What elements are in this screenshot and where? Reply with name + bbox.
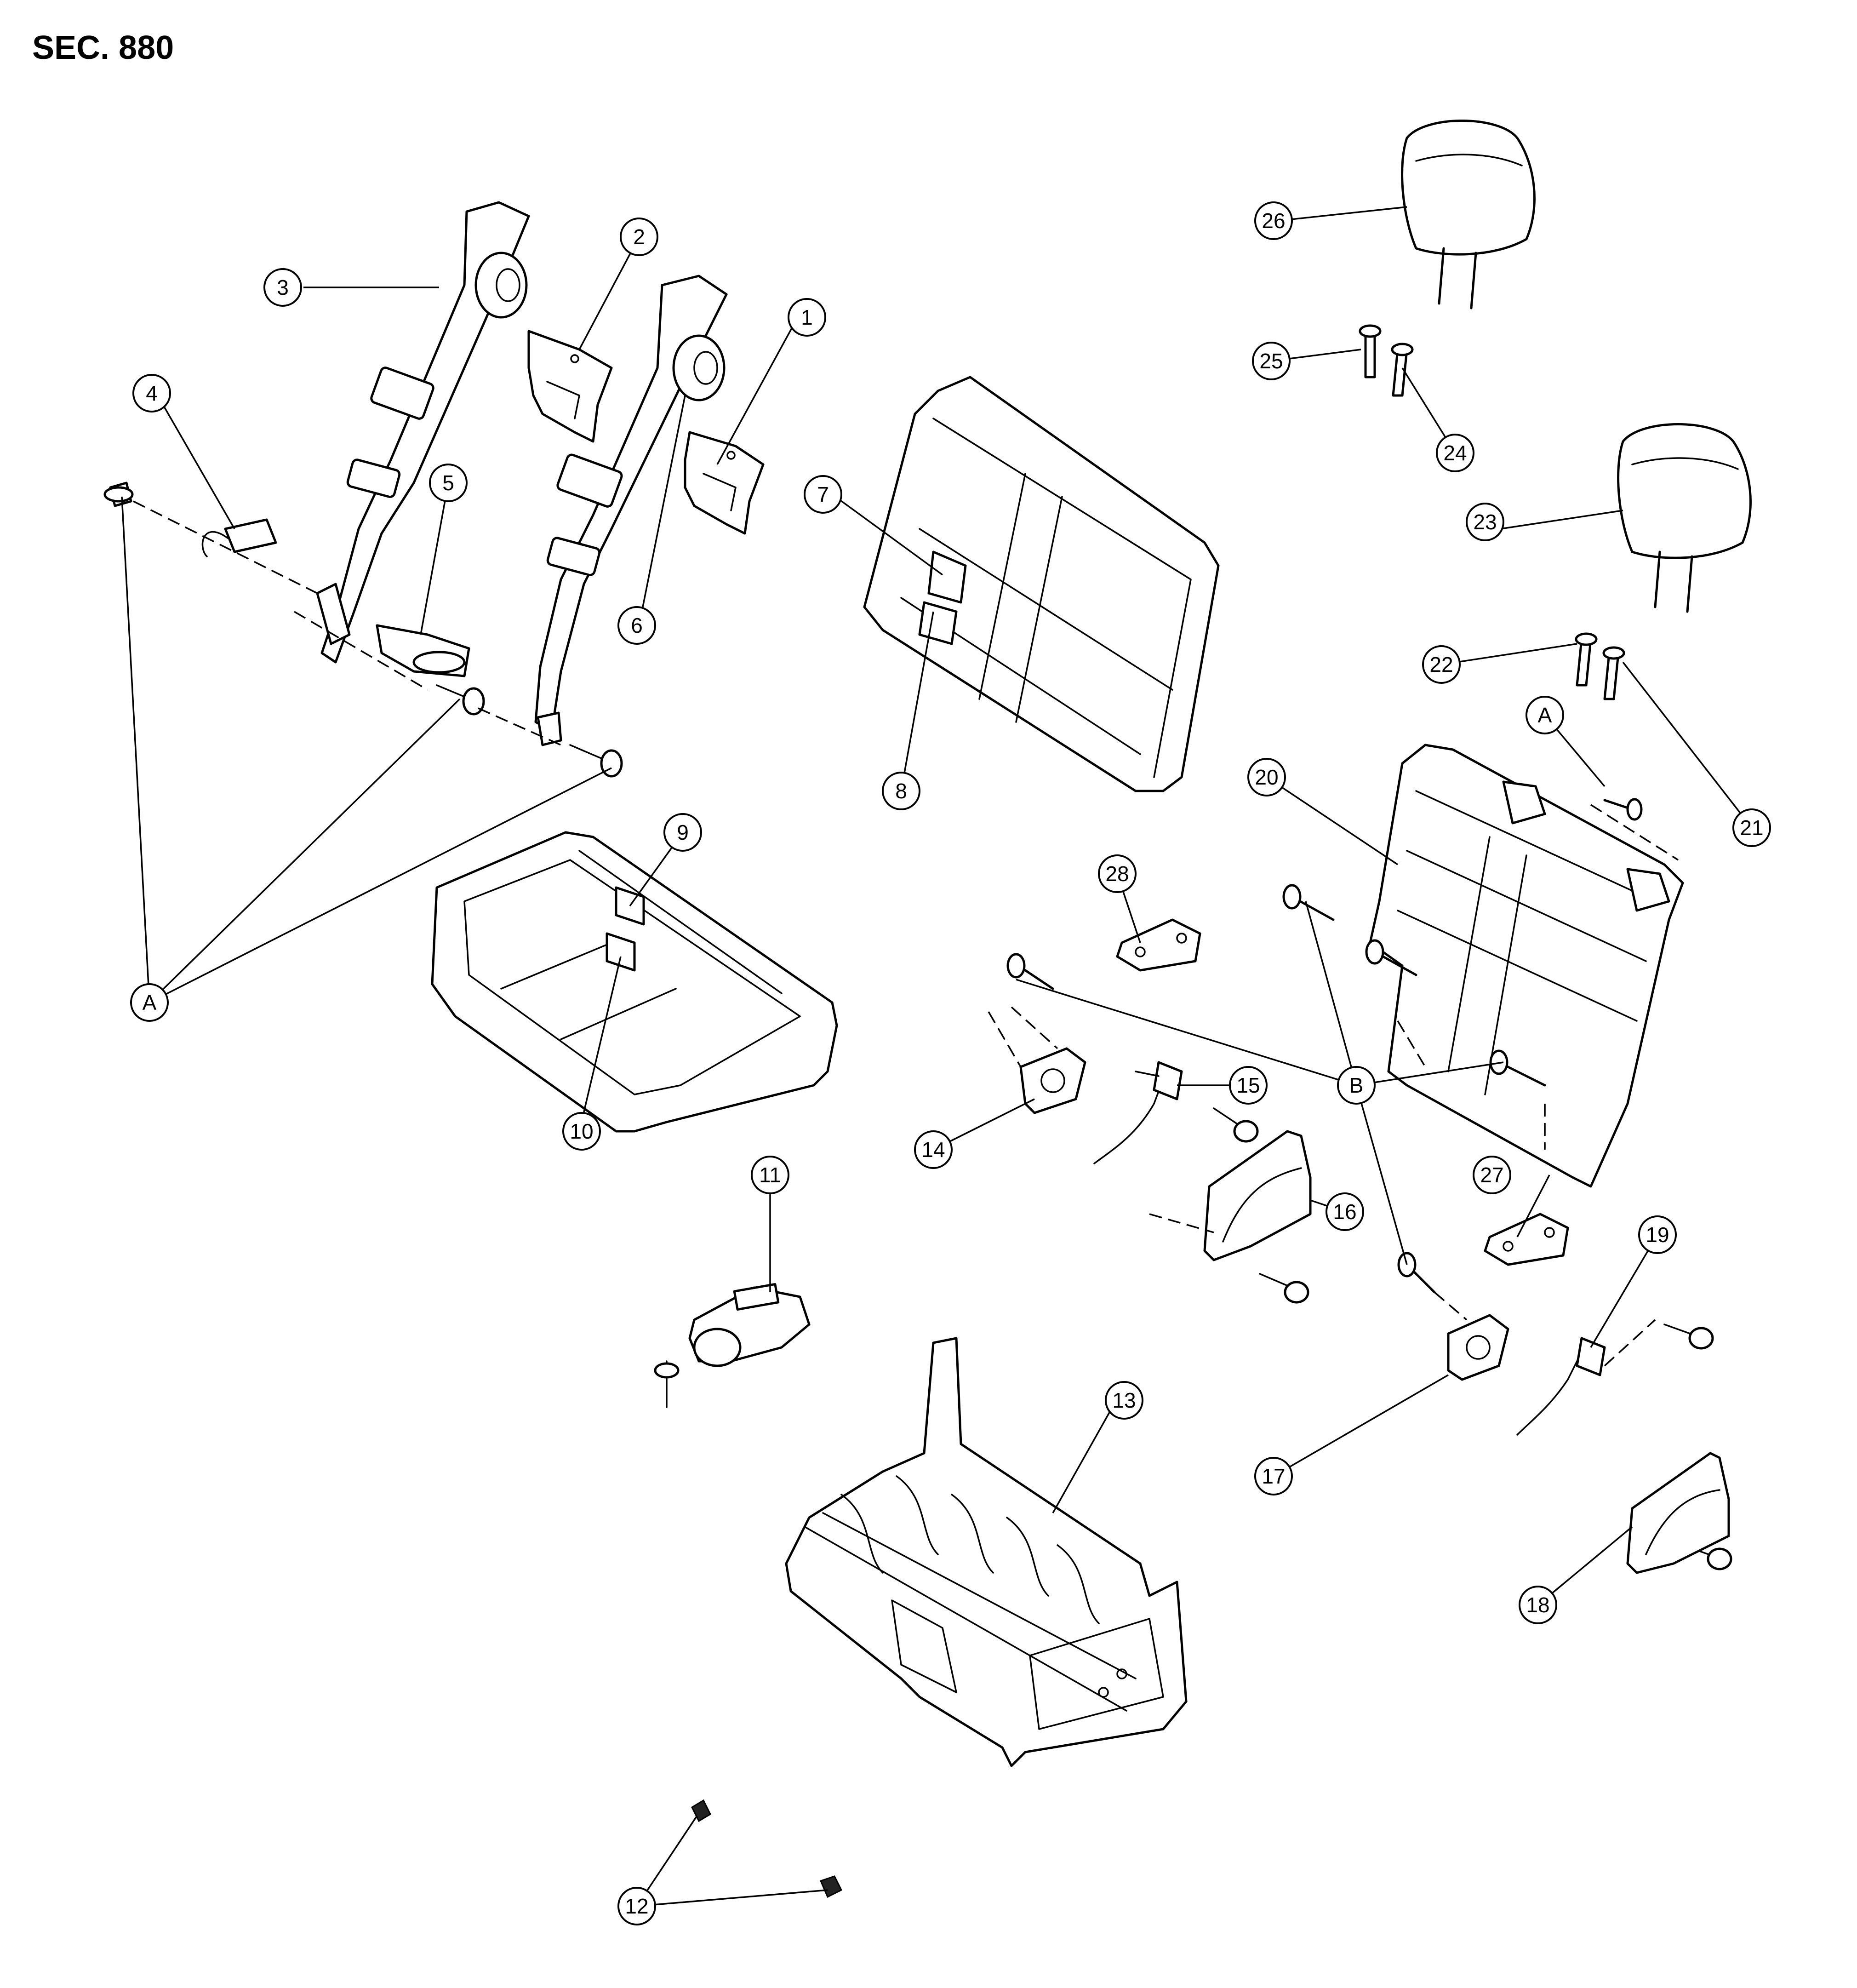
- svg-text:5: 5: [442, 471, 454, 495]
- callout-10: 10: [562, 1112, 601, 1151]
- callout-17: 17: [1254, 1457, 1293, 1495]
- svg-text:9: 9: [677, 820, 689, 844]
- callout-13: 13: [1105, 1381, 1143, 1420]
- svg-text:10: 10: [570, 1119, 593, 1143]
- callout-7: 7: [804, 475, 842, 514]
- callout-14: 14: [914, 1130, 953, 1169]
- callout-21: 21: [1732, 808, 1771, 847]
- recliner-cover-part-16: [1149, 1130, 1312, 1261]
- anchor-bolt-right: [569, 744, 623, 778]
- svg-text:20: 20: [1255, 765, 1278, 789]
- svg-text:18: 18: [1526, 1593, 1549, 1617]
- svg-text:13: 13: [1112, 1388, 1136, 1412]
- bracket-part-27: [1484, 1213, 1569, 1266]
- svg-text:A: A: [143, 991, 157, 1014]
- screw-16: [1259, 1273, 1309, 1304]
- callout-3: 3: [263, 268, 302, 307]
- svg-text:1: 1: [801, 305, 813, 329]
- svg-text:25: 25: [1259, 349, 1283, 373]
- recliner-part-14: [988, 953, 1086, 1114]
- headrest-guide-part-22: [1575, 632, 1598, 687]
- seat-cushion: [431, 831, 838, 1133]
- svg-text:2: 2: [633, 225, 645, 249]
- svg-text:11: 11: [759, 1163, 781, 1187]
- headrest-part-26: [1401, 120, 1536, 309]
- callout-11: 11: [751, 1156, 789, 1194]
- clip-part-12-lower: [819, 1875, 843, 1898]
- callout-15: 15: [1229, 1066, 1268, 1105]
- headrest-guide-part-24: [1391, 343, 1414, 397]
- headrest-guide-part-25: [1359, 324, 1382, 378]
- svg-text:21: 21: [1740, 816, 1763, 840]
- seat-latch-part-11: [654, 1283, 811, 1408]
- seat-belt-buckle-part-4: [201, 518, 277, 557]
- svg-text:3: 3: [277, 275, 289, 299]
- anchor-bolt-left: [103, 481, 134, 507]
- seat-belt-buckle-part-5: [376, 624, 470, 677]
- svg-text:7: 7: [817, 482, 829, 506]
- anchor-bolt-center: [436, 684, 485, 716]
- callout-27: 27: [1473, 1156, 1511, 1194]
- reference-a-left: A: [130, 983, 169, 1022]
- svg-text:23: 23: [1473, 510, 1497, 534]
- reference-a-right: A: [1526, 696, 1564, 734]
- callout-26: 26: [1254, 201, 1293, 240]
- screw-19: [1663, 1323, 1714, 1350]
- svg-text:15: 15: [1236, 1073, 1260, 1097]
- seat-frame-part-13: [785, 1337, 1188, 1767]
- svg-text:16: 16: [1333, 1200, 1356, 1224]
- headrest-guide-part-21: [1602, 646, 1625, 700]
- recliner-part-17: [1397, 1252, 1509, 1381]
- screw-15: [1213, 1107, 1259, 1143]
- svg-text:8: 8: [895, 779, 907, 803]
- section-title: SEC. 880: [32, 29, 174, 66]
- svg-text:B: B: [1349, 1073, 1364, 1097]
- callout-16: 16: [1326, 1192, 1364, 1231]
- recliner-cover-part-18: [1626, 1452, 1730, 1574]
- callout-12: 12: [617, 1887, 656, 1925]
- callout-4: 4: [132, 374, 171, 412]
- release-lever-part-15: [1093, 1061, 1183, 1164]
- callout-22: 22: [1422, 645, 1461, 684]
- svg-text:22: 22: [1429, 653, 1453, 676]
- svg-text:24: 24: [1443, 441, 1467, 465]
- svg-text:19: 19: [1646, 1223, 1669, 1247]
- callout-6: 6: [617, 606, 656, 645]
- svg-text:27: 27: [1480, 1163, 1503, 1187]
- belt-guide-bracket-part-1: [684, 431, 765, 535]
- callout-25: 25: [1252, 342, 1291, 380]
- belt-guide-bracket-part-2: [527, 330, 613, 443]
- callout-18: 18: [1519, 1586, 1557, 1624]
- callout-1: 1: [788, 298, 826, 337]
- svg-text:28: 28: [1105, 862, 1129, 886]
- svg-text:17: 17: [1262, 1464, 1285, 1488]
- release-lever-part-19: [1516, 1319, 1656, 1436]
- callout-9: 9: [663, 813, 702, 852]
- headrest-part-23: [1617, 423, 1752, 613]
- callout-8: 8: [882, 772, 920, 810]
- callout-28: 28: [1098, 854, 1137, 893]
- seat-back-cushion: [863, 376, 1220, 792]
- svg-text:14: 14: [921, 1138, 945, 1162]
- reference-b: B: [1337, 1066, 1376, 1105]
- callout-24: 24: [1436, 434, 1474, 472]
- seat-back-frame-part-20: [1282, 744, 1684, 1188]
- bracket-part-28: [1116, 918, 1201, 972]
- svg-text:26: 26: [1262, 209, 1285, 233]
- callout-20: 20: [1247, 758, 1286, 796]
- callout-5: 5: [429, 464, 468, 502]
- svg-text:12: 12: [625, 1894, 648, 1918]
- callout-23: 23: [1466, 503, 1504, 541]
- callout-2: 2: [620, 218, 658, 256]
- callout-19: 19: [1638, 1215, 1677, 1254]
- seat-belt-center-part-6: [534, 275, 728, 746]
- svg-text:A: A: [1538, 703, 1552, 727]
- svg-text:4: 4: [146, 381, 158, 405]
- svg-text:6: 6: [631, 613, 643, 637]
- seat-belt-left-part-3: [316, 201, 530, 664]
